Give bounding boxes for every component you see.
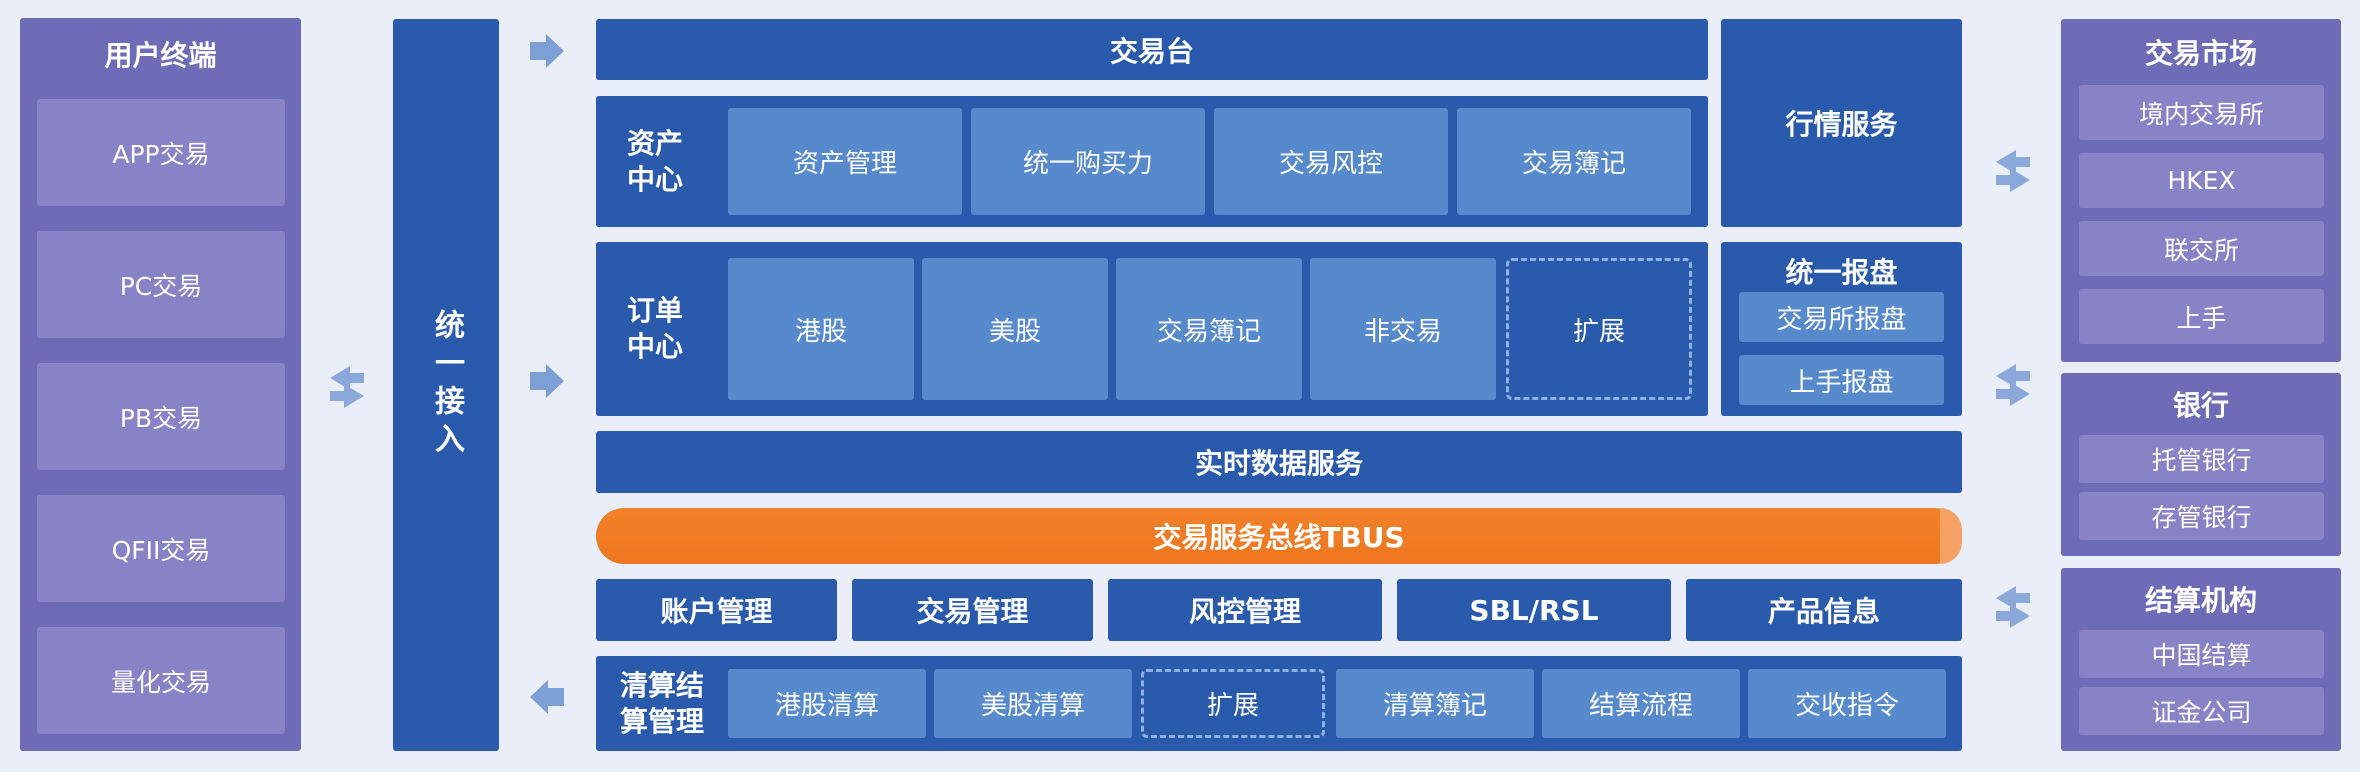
clearing-item: 结算流程 [1542, 669, 1740, 738]
clearing-panel: 清算结 算管理 港股清算 美股清算 扩展 清算簿记 结算流程 交收指令 [596, 656, 1962, 751]
clearing-extension: 扩展 [1141, 669, 1325, 738]
asset-center-label-line1: 资产 [626, 126, 683, 160]
trade-market-title: 交易市场 [2144, 37, 2257, 70]
user-terminal-item-pc: PC交易 [37, 231, 285, 338]
bank-panel: 银行 托管银行 存管银行 [2061, 373, 2341, 556]
unified-report-item-upstream: 上手报盘 [1739, 355, 1944, 405]
trade-market-panel: 交易市场 境内交易所 HKEX 联交所 上手 [2061, 19, 2341, 362]
clearing-label-line1: 清算结 [619, 668, 704, 702]
swap-arrows-icon [326, 362, 368, 412]
service-sbl-rsl: SBL/RSL [1397, 579, 1671, 641]
clearing-item: 清算簿记 [1336, 669, 1534, 738]
clearing-label-line2: 算管理 [619, 704, 704, 738]
trade-market-item: HKEX [2079, 153, 2324, 208]
clearing-label: 清算结 算管理 [596, 656, 728, 751]
settlement-item: 证金公司 [2079, 687, 2324, 735]
arrow-right-icon [530, 34, 564, 68]
unified-report-item-exchange: 交易所报盘 [1739, 292, 1944, 342]
swap-arrows-icon [1996, 584, 2030, 630]
service-trade: 交易管理 [852, 579, 1093, 641]
order-center-label-line1: 订单 [626, 294, 683, 327]
tbus-bar: 交易服务总线TBUS [596, 508, 1962, 564]
clearing-item: 港股清算 [728, 669, 926, 738]
user-terminal-item-pb: PB交易 [37, 363, 285, 470]
user-terminal-item-app: APP交易 [37, 99, 285, 206]
trade-market-item: 上手 [2079, 289, 2324, 344]
arrow-right-icon [530, 364, 564, 398]
bank-item: 存管银行 [2079, 492, 2324, 540]
unified-access-label: 统一接入 [429, 309, 464, 461]
asset-center-label: 资产 中心 [596, 96, 714, 227]
tbus-cap [1940, 508, 1962, 564]
service-product: 产品信息 [1686, 579, 1962, 641]
settlement-title: 结算机构 [2144, 584, 2257, 617]
trading-desk-bar: 交易台 [596, 19, 1708, 80]
asset-center-item: 统一购买力 [971, 108, 1205, 215]
swap-arrows-icon [1996, 148, 2030, 194]
unified-access-column: 统一接入 [393, 19, 499, 751]
asset-center-item: 交易风控 [1214, 108, 1448, 215]
order-center-panel: 订单 中心 港股 美股 交易簿记 非交易 扩展 [596, 242, 1708, 416]
order-center-label: 订单 中心 [596, 242, 714, 416]
order-center-item: 交易簿记 [1116, 258, 1302, 400]
user-terminal-item-qfii: QFII交易 [37, 495, 285, 602]
swap-arrows-icon [1996, 362, 2030, 408]
order-center-item: 美股 [922, 258, 1108, 400]
arrow-left-icon [530, 680, 564, 714]
trade-market-item: 境内交易所 [2079, 85, 2324, 140]
order-center-label-line2: 中心 [626, 330, 683, 363]
service-risk: 风控管理 [1108, 579, 1382, 641]
user-terminal-item-quant: 量化交易 [37, 627, 285, 734]
bank-title: 银行 [2172, 389, 2229, 422]
trade-market-item: 联交所 [2079, 221, 2324, 276]
user-terminal-panel: 用户终端 APP交易 PC交易 PB交易 QFII交易 量化交易 [20, 18, 301, 751]
market-service-box: 行情服务 [1721, 19, 1962, 227]
order-center-item: 非交易 [1310, 258, 1496, 400]
settlement-item: 中国结算 [2079, 630, 2324, 678]
clearing-item: 美股清算 [934, 669, 1132, 738]
unified-report-title: 统一报盘 [1785, 256, 1898, 289]
asset-center-panel: 资产 中心 资产管理 统一购买力 交易风控 交易簿记 [596, 96, 1708, 227]
order-center-item: 港股 [728, 258, 914, 400]
settlement-panel: 结算机构 中国结算 证金公司 [2061, 568, 2341, 751]
tbus-label: 交易服务总线TBUS [1153, 521, 1405, 554]
realtime-data-bar: 实时数据服务 [596, 431, 1962, 493]
asset-center-item: 资产管理 [728, 108, 962, 215]
order-center-extension: 扩展 [1506, 258, 1692, 400]
clearing-item: 交收指令 [1748, 669, 1946, 738]
service-account: 账户管理 [596, 579, 837, 641]
unified-report-panel: 统一报盘 交易所报盘 上手报盘 [1721, 242, 1962, 416]
asset-center-label-line2: 中心 [626, 162, 683, 196]
user-terminal-title: 用户终端 [104, 39, 217, 72]
bank-item: 托管银行 [2079, 435, 2324, 483]
asset-center-item: 交易簿记 [1457, 108, 1691, 215]
